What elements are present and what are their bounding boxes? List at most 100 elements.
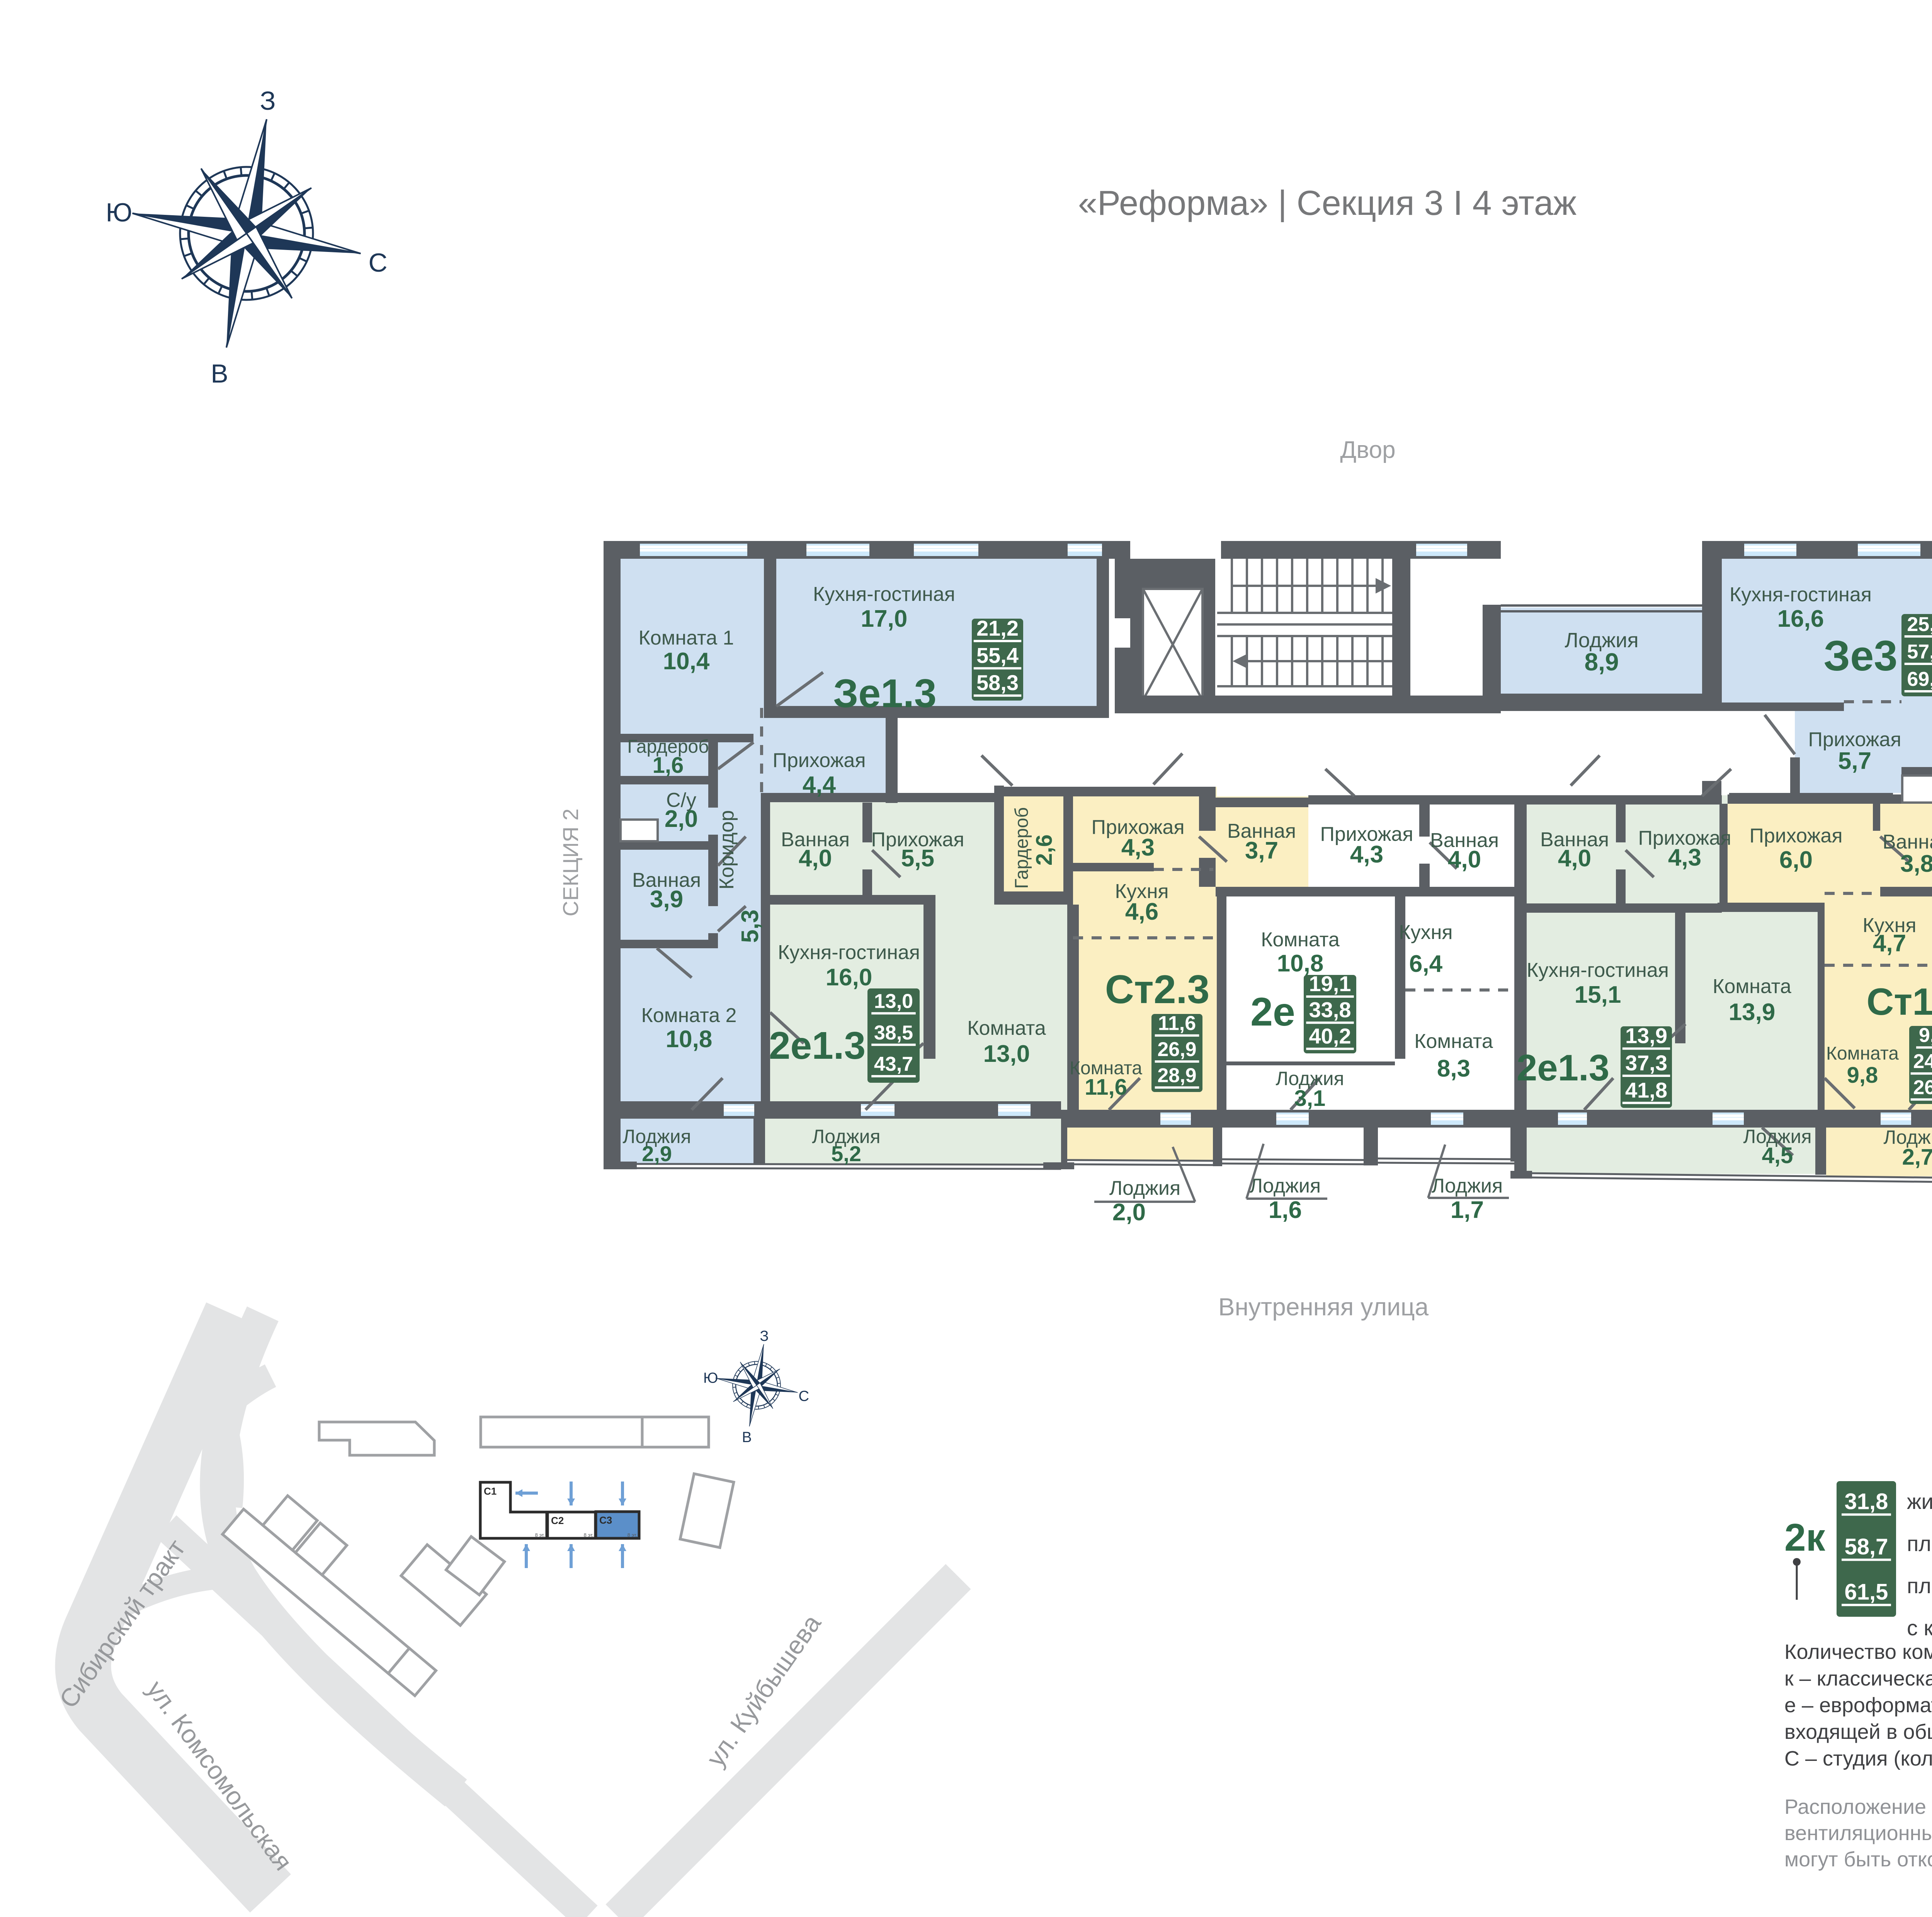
svg-text:13,0: 13,0 [983,1041,1030,1067]
svg-text:26,9: 26,9 [1913,1076,1932,1099]
svg-text:Комната: Комната [1713,975,1791,998]
svg-text:Зе1.3: Зе1.3 [833,671,937,716]
svg-text:24,2: 24,2 [1913,1050,1932,1073]
svg-text:Кухня-гостиная: Кухня-гостиная [1527,959,1669,981]
svg-text:З: З [260,86,276,116]
svg-text:Комната: Комната [1826,1043,1899,1064]
svg-text:37,3: 37,3 [1625,1051,1667,1075]
svg-text:2,0: 2,0 [665,806,698,832]
svg-text:16,6: 16,6 [1777,606,1824,632]
svg-text:4,0: 4,0 [1448,846,1481,873]
svg-text:Лоджия: Лоджия [1109,1177,1180,1199]
svg-text:Количество комнат: Количество комнат [1784,1640,1932,1664]
svg-text:Прихожая: Прихожая [1808,728,1901,751]
svg-text:6,4: 6,4 [1409,951,1443,977]
svg-text:С – студия (количество комнат: С – студия (количество комнат не указыва… [1784,1747,1932,1770]
svg-text:26,9: 26,9 [1157,1038,1196,1061]
svg-text:Ванная: Ванная [781,828,850,851]
svg-text:38,5: 38,5 [874,1022,913,1044]
svg-text:Комната: Комната [967,1017,1046,1039]
svg-text:С1: С1 [484,1485,497,1497]
svg-text:Лоджия: Лоджия [1883,1126,1932,1148]
svg-text:8,9: 8,9 [1585,648,1619,676]
svg-text:Прихожая: Прихожая [1320,823,1413,845]
svg-text:Кухня-гостиная: Кухня-гостиная [813,583,955,606]
svg-text:19,1: 19,1 [1309,971,1351,996]
svg-text:Ю: Ю [703,1370,718,1386]
svg-text:входящей в общее количество ко: входящей в общее количество комнат [1784,1720,1932,1744]
svg-text:6,0: 6,0 [1779,847,1813,873]
svg-text:Гардероб: Гардероб [1012,807,1032,889]
svg-text:Лоджия: Лоджия [1276,1068,1344,1089]
svg-text:Кухня-гостиная: Кухня-гостиная [1730,583,1872,606]
svg-text:С2: С2 [551,1515,564,1526]
svg-text:2,7: 2,7 [1902,1145,1932,1170]
svg-text:9,8: 9,8 [1919,1024,1932,1047]
svg-text:е – евроформат квартиры с кухн: е – евроформат квартиры с кухней-гостино… [1784,1694,1932,1717]
svg-text:21,2: 21,2 [976,616,1019,640]
svg-text:2е1.3: 2е1.3 [769,1024,866,1067]
svg-text:2,6: 2,6 [1032,834,1057,866]
svg-text:Кухня-гостиная: Кухня-гостиная [778,941,920,964]
svg-text:16,0: 16,0 [826,964,872,991]
svg-text:Комната 2: Комната 2 [641,1004,737,1027]
svg-text:5,5: 5,5 [901,845,934,872]
svg-text:Ванная: Ванная [1227,820,1296,842]
svg-text:«Реформа» | Секция 3 I 4 этаж: «Реформа» | Секция 3 I 4 этаж [1078,184,1577,223]
svg-text:5,7: 5,7 [1838,748,1871,774]
svg-text:17,0: 17,0 [861,606,908,632]
svg-text:4,5: 4,5 [1762,1143,1793,1168]
svg-text:57,8: 57,8 [1907,641,1932,663]
svg-text:Прихожая: Прихожая [871,828,964,851]
svg-text:10,8: 10,8 [666,1026,713,1053]
svg-text:Прихожая: Прихожая [1750,825,1843,847]
svg-text:2к: 2к [1784,1516,1826,1559]
svg-text:31,8: 31,8 [1845,1489,1888,1514]
svg-text:С: С [799,1388,809,1404]
svg-text:13,0: 13,0 [874,990,913,1012]
svg-text:Кухня: Кухня [1862,914,1916,937]
svg-text:15,1: 15,1 [1575,981,1621,1008]
svg-text:4,3: 4,3 [1121,834,1155,861]
svg-text:Комната 1: Комната 1 [639,627,734,649]
svg-text:43,7: 43,7 [874,1053,913,1075]
svg-text:Двор: Двор [1340,437,1395,463]
svg-text:жилая площадь: жилая площадь [1907,1489,1932,1514]
svg-text:4,6: 4,6 [1125,898,1158,925]
svg-text:3,1: 3,1 [1294,1086,1326,1111]
svg-text:1,7: 1,7 [1451,1197,1484,1223]
svg-text:Внутренняя улица: Внутренняя улица [1218,1293,1429,1321]
svg-text:Комната: Комната [1261,929,1340,951]
svg-text:Лоджия: Лоджия [1565,629,1638,652]
svg-text:З: З [760,1328,769,1344]
svg-text:Гардероб: Гардероб [627,737,709,757]
svg-text:3,7: 3,7 [1245,837,1278,864]
svg-text:могут быть откорректированы пр: могут быть откорректированы при детально… [1784,1848,1932,1871]
svg-text:Расположение и размеры оконных: Расположение и размеры оконных и дверных… [1784,1795,1932,1818]
svg-text:25,2: 25,2 [1907,613,1932,636]
svg-text:с коэфф. 1: с коэфф. 1 [1907,1616,1932,1640]
svg-text:Ванная: Ванная [1883,831,1932,853]
svg-text:2е: 2е [1250,990,1295,1034]
svg-text:Ст1.3: Ст1.3 [1866,980,1932,1023]
svg-text:площадь с учётом лоджии/балкон: площадь с учётом лоджии/балкона [1907,1573,1932,1598]
svg-text:9,8: 9,8 [1847,1063,1878,1088]
svg-text:Лоджия: Лоджия [622,1126,691,1147]
svg-text:Ванная: Ванная [1430,829,1499,852]
svg-text:5,3: 5,3 [737,910,764,943]
svg-text:1,6: 1,6 [1269,1197,1302,1223]
svg-text:Прихожая: Прихожая [1638,827,1731,849]
svg-text:8,3: 8,3 [1437,1055,1470,1082]
svg-text:33,8: 33,8 [1309,998,1351,1022]
svg-text:Ванная: Ванная [632,869,701,891]
svg-text:28,9: 28,9 [1157,1064,1196,1087]
svg-text:Ванная: Ванная [1540,828,1609,851]
svg-text:55,4: 55,4 [976,643,1019,667]
svg-text:58,3: 58,3 [976,670,1019,695]
svg-text:С3: С3 [599,1514,612,1526]
svg-text:2е1.3: 2е1.3 [1517,1047,1609,1089]
svg-text:4,3: 4,3 [1350,841,1383,868]
svg-text:8 эт.: 8 эт. [628,1532,637,1538]
svg-text:3,8: 3,8 [1900,850,1932,877]
svg-text:площадь без учёта лоджии/балко: площадь без учёта лоджии/балкона [1907,1531,1932,1556]
